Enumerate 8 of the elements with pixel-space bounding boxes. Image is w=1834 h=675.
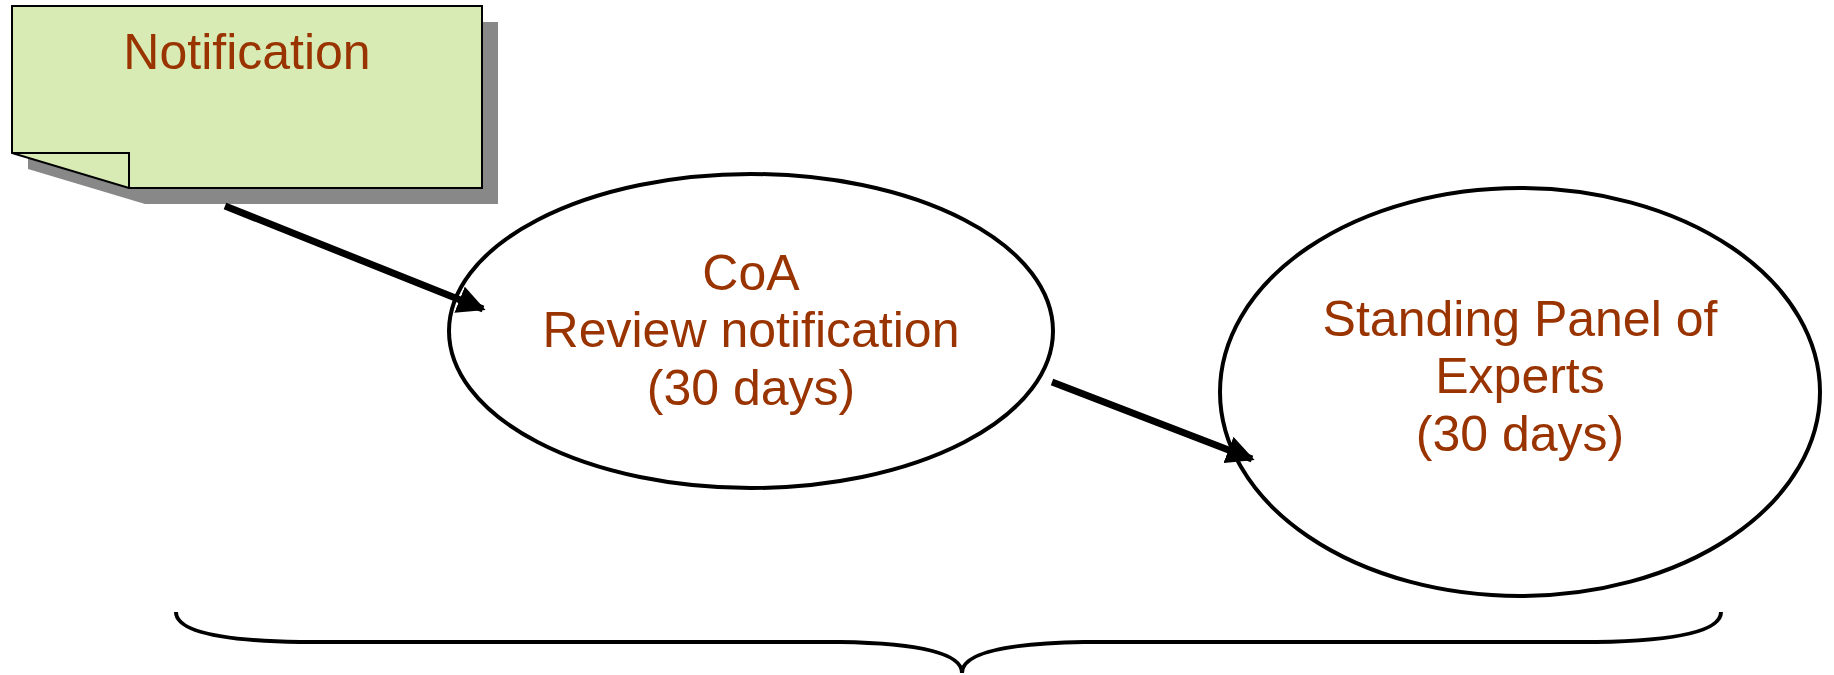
duration-text: (30 days) <box>1415 405 1625 464</box>
step-label: CoA <box>702 244 800 303</box>
note-title: Notification <box>123 24 371 82</box>
duration-text: (30 days) <box>646 359 856 418</box>
arrow <box>1050 378 1255 463</box>
arrow <box>223 202 486 313</box>
step-label: Review notification <box>542 302 960 360</box>
step-label: Standing Panel of Experts <box>1321 290 1719 406</box>
